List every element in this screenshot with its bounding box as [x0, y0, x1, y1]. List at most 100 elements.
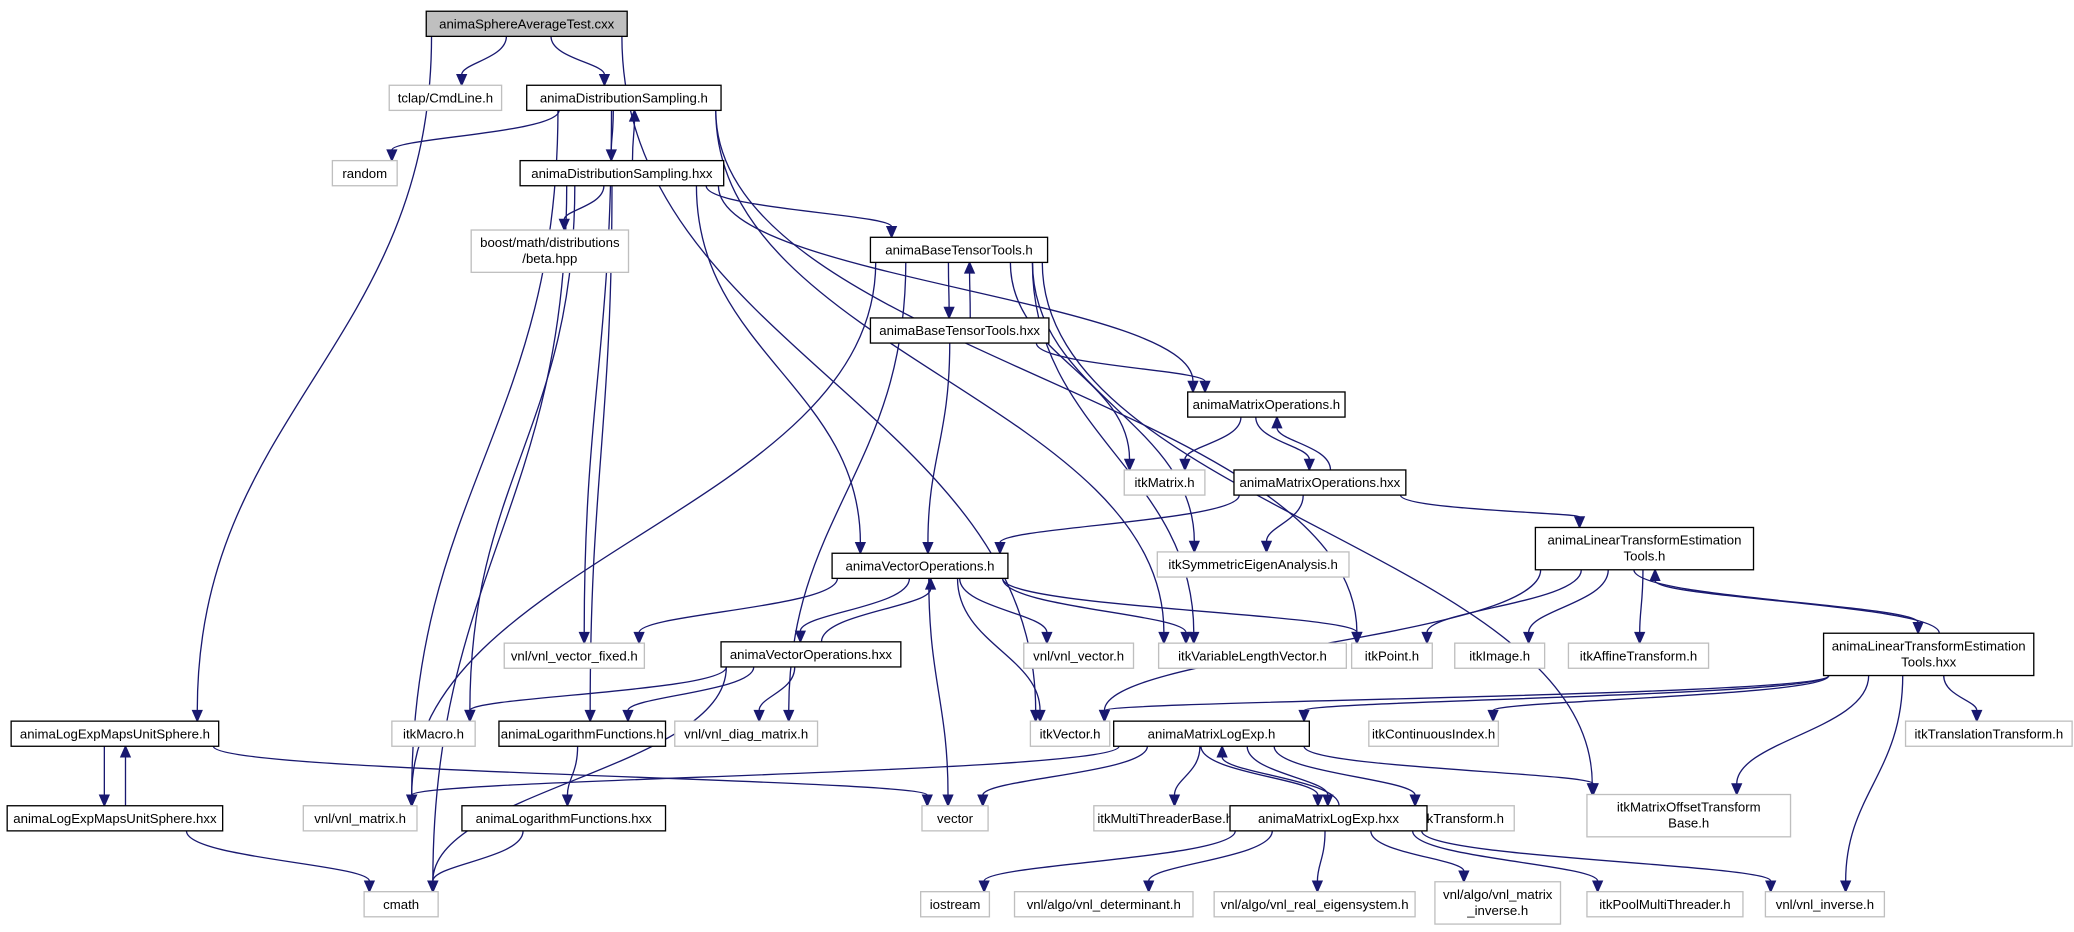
edge-line — [1527, 569, 1609, 633]
edge-lf-hxx-to-cmath — [427, 830, 524, 894]
arrowhead-icon — [1187, 380, 1199, 394]
graph-node-mle-hxx[interactable]: animaMatrixLogExp.hxx — [1229, 805, 1428, 832]
graph-node-root[interactable]: animaSphereAverageTest.cxx — [425, 10, 628, 38]
graph-node-ds-hxx[interactable]: animaDistributionSampling.hxx — [519, 159, 725, 187]
graph-node-lf-hxx[interactable]: animaLogarithmFunctions.hxx — [461, 805, 667, 832]
arrowhead-icon — [1523, 631, 1535, 645]
arrowhead-icon — [921, 794, 933, 808]
arrowhead-icon — [561, 794, 574, 808]
node-box — [674, 720, 819, 747]
arrowhead-icon — [1322, 794, 1334, 808]
edge-ds-hxx-to-vo-h — [695, 185, 867, 555]
edge-line — [196, 36, 433, 711]
node-label: _inverse.h — [1466, 903, 1528, 918]
node-label: vnl/algo/vnl_real_eigensystem.h — [1221, 897, 1409, 912]
edges-layer — [98, 36, 1983, 894]
edge-line — [185, 830, 371, 882]
graph-node-vnl-minv: vnl/algo/vnl_matrix_inverse.h — [1434, 881, 1562, 925]
edge-mo-h-to-mo-hxx — [1255, 417, 1315, 472]
edge-ds-hxx-to-btt-h — [705, 185, 898, 239]
graph-node-btt-h[interactable]: animaBaseTensorTools.h — [869, 236, 1049, 264]
graph-node-mo-h[interactable]: animaMatrixOperations.h — [1187, 391, 1346, 418]
edge-line — [391, 110, 560, 151]
edge-vo-hxx-to-lf-h — [622, 666, 755, 723]
graph-node-ds-h[interactable]: animaDistributionSampling.h — [526, 84, 722, 112]
edge-vo-hxx-to-itkMacro — [464, 666, 727, 723]
edge-line — [432, 830, 524, 882]
node-box — [425, 10, 628, 38]
node-box — [1586, 793, 1792, 838]
graph-node-btt-hxx[interactable]: animaBaseTensorTools.hxx — [869, 317, 1050, 344]
node-label: itkPoolMultiThreader.h — [1599, 897, 1730, 912]
edge-line — [461, 36, 508, 75]
graph-node-mo-hxx[interactable]: animaMatrixOperations.hxx — [1233, 469, 1407, 496]
edge-vo-hxx-to-vo-h — [820, 576, 937, 642]
edge-mle-hxx-to-vnl-inverse — [1421, 830, 1777, 894]
node-label: itkContinuousIndex.h — [1372, 726, 1495, 741]
graph-node-vo-hxx[interactable]: animaVectorOperations.hxx — [720, 641, 902, 668]
edge-btt-h-to-btt-hxx — [943, 262, 955, 320]
node-box — [470, 229, 630, 273]
graph-node-mle-h[interactable]: animaMatrixLogExp.h — [1113, 720, 1310, 747]
graph-node-lem-h[interactable]: animaLogExpMapsUnitSphere.h — [10, 720, 220, 747]
node-box — [1157, 642, 1348, 669]
edge-line — [411, 110, 559, 796]
arrowhead-icon — [1158, 631, 1170, 645]
edge-line — [469, 666, 727, 712]
node-box — [498, 720, 667, 747]
edge-btt-h-to-itkSymEig — [1031, 262, 1200, 554]
arrowhead-icon — [942, 794, 954, 808]
node-label: tclap/CmdLine.h — [398, 90, 493, 105]
node-label: itkTransform.h — [1420, 811, 1504, 826]
edge-mle-h-to-itkTransform — [1273, 746, 1421, 808]
arrowhead-icon — [943, 306, 955, 320]
node-box — [1187, 391, 1346, 418]
node-box — [519, 159, 725, 187]
node-box — [503, 642, 646, 669]
edge-ds-h-to-vnl-vector-fixed — [578, 110, 613, 645]
arrowhead-icon — [1041, 631, 1053, 645]
edge-line — [1255, 417, 1310, 460]
edge-lem-hxx-to-lem-h — [119, 744, 132, 806]
edge-line — [621, 36, 1037, 711]
edge-vo-h-to-vnl-vector — [959, 578, 1053, 645]
edge-line — [1411, 830, 1599, 882]
node-label: itkVariableLengthVector.h — [1178, 648, 1327, 663]
node-label: animaSphereAverageTest.cxx — [439, 16, 615, 31]
edge-btt-h-to-itkMatrix — [1009, 262, 1136, 472]
node-label: animaLogarithmFunctions.hxx — [476, 811, 653, 826]
edge-ds-h-to-itkVLV — [715, 110, 1170, 645]
edge-line — [999, 494, 1240, 544]
arrowhead-icon — [1971, 709, 1983, 723]
edge-line — [717, 185, 1194, 382]
edge-line — [1492, 674, 1830, 712]
edge-line — [927, 343, 951, 543]
arrowhead-icon — [1098, 709, 1111, 723]
edge-line — [695, 185, 862, 543]
edge-btt-h-to-itkMOTB — [1041, 262, 1598, 797]
node-box — [869, 236, 1049, 264]
edge-line — [1844, 675, 1904, 882]
edge-line — [947, 262, 950, 308]
node-box — [10, 720, 220, 747]
edge-line — [1736, 675, 1870, 784]
edge-line — [1200, 746, 1319, 796]
graph-node-random: random — [331, 159, 398, 187]
graph-node-lem-hxx[interactable]: animaLogExpMapsUnitSphere.hxx — [6, 805, 224, 832]
edge-line — [631, 120, 636, 161]
edge-mle-hxx-to-vnl-minv — [1370, 830, 1470, 884]
node-label: itkMatrix.h — [1134, 475, 1194, 490]
arrowhead-icon — [598, 74, 611, 87]
edge-line — [1633, 569, 1919, 624]
node-label: itkAffineTransform.h — [1580, 648, 1697, 663]
node-box — [1822, 632, 2035, 677]
graph-node-vo-h[interactable]: animaVectorOperations.h — [831, 552, 1009, 580]
graph-node-boost-beta: boost/math/distributions/beta.hpp — [470, 229, 630, 273]
edge-ds-hxx-to-mo-h — [717, 185, 1199, 394]
node-box — [1454, 642, 1546, 669]
node-label: Tools.h — [1624, 549, 1666, 564]
edge-ltet-hxx-to-ltet-h — [1649, 568, 1940, 634]
graph-node-lf-h[interactable]: animaLogarithmFunctions.h — [498, 720, 667, 747]
